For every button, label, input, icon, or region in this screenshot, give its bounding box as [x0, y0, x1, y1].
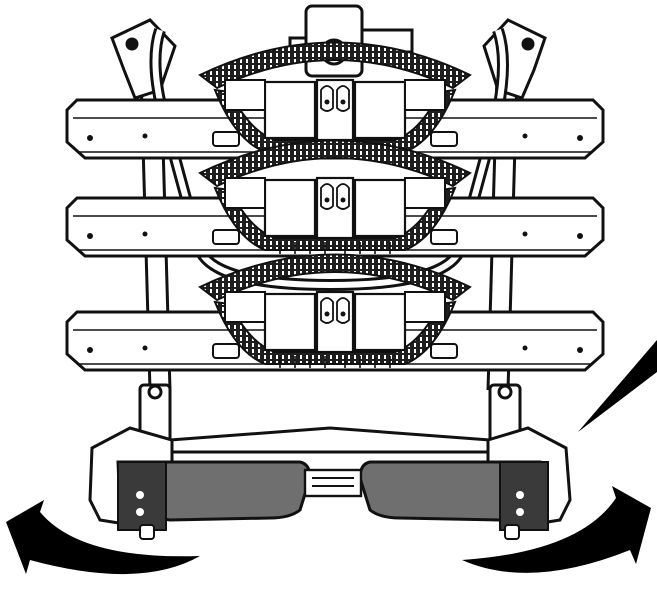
pointer-callout-icon	[578, 340, 657, 432]
curved-arrow-left-icon	[6, 500, 200, 575]
light-board	[88, 426, 572, 540]
lower-frame	[138, 383, 522, 454]
curved-arrow-right-icon	[462, 486, 651, 573]
